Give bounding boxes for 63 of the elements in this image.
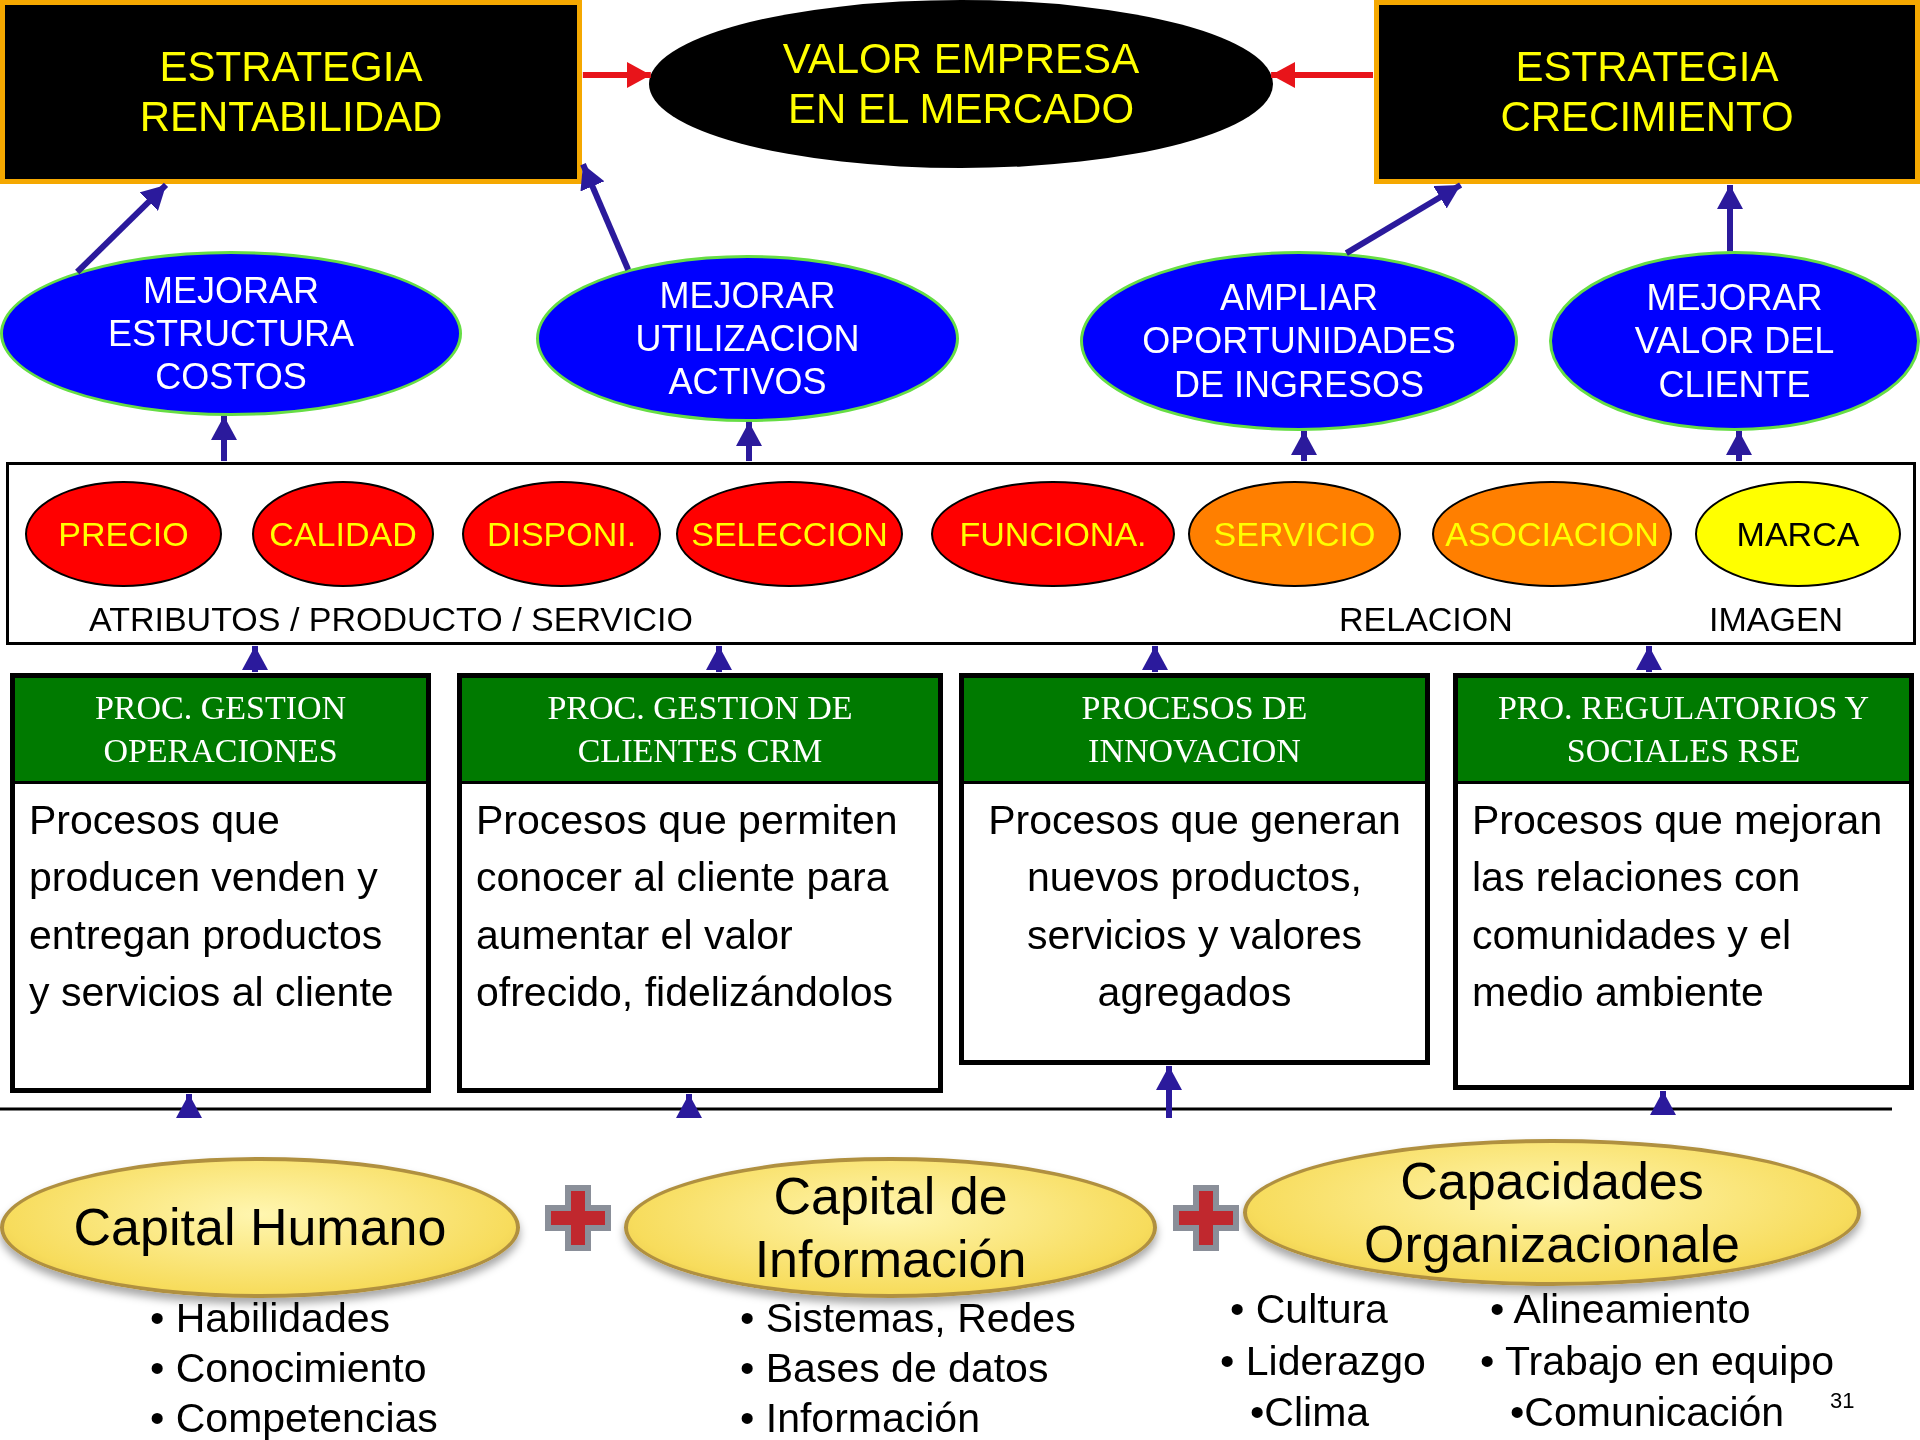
objective-ellipse: MEJORAR VALOR DEL CLIENTE bbox=[1549, 251, 1920, 431]
bullet-item: • Liderazgo bbox=[1220, 1338, 1426, 1385]
bullet-item: • Información bbox=[740, 1395, 980, 1440]
objective-ellipse: MEJORAR ESTRUCTURA COSTOS bbox=[0, 251, 462, 416]
band-label: IMAGEN bbox=[1709, 600, 1844, 639]
box-heading: PROCESOS DE INNOVACION bbox=[964, 678, 1425, 784]
arrow bbox=[1156, 1065, 1182, 1118]
objective-ellipse: AMPLIAR OPORTUNIDADES DE INGRESOS bbox=[1080, 251, 1518, 431]
process-box bbox=[457, 673, 943, 1093]
process-box bbox=[1453, 673, 1914, 1090]
bullet-item: • Competencias bbox=[150, 1395, 438, 1440]
attribute-oval: SERVICIO bbox=[1188, 481, 1401, 587]
process-box bbox=[959, 673, 1430, 1065]
page-number: 31 bbox=[1830, 1388, 1855, 1414]
process-box bbox=[10, 673, 431, 1093]
bullet-item: • Conocimiento bbox=[150, 1345, 427, 1392]
bullet-item: • Cultura bbox=[1230, 1286, 1388, 1333]
arrow bbox=[1636, 645, 1662, 673]
attribute-band bbox=[6, 462, 1916, 645]
box-body: Procesos que mejoran las relaciones con comunidades y el medio ambiente bbox=[1471, 796, 1884, 1018]
arrow bbox=[676, 1094, 702, 1118]
box-heading: PROC. GESTION DE CLIENTES CRM bbox=[462, 678, 938, 784]
bullet-item: • Trabajo en equipo bbox=[1480, 1338, 1834, 1385]
bullet-item: • Bases de datos bbox=[740, 1345, 1049, 1392]
capital-ellipse: Capital Humano bbox=[0, 1157, 520, 1298]
arrow bbox=[1271, 62, 1374, 88]
bullet-item: •Comunicación bbox=[1510, 1389, 1785, 1436]
strategy-box: ESTRATEGIA RENTABILIDAD bbox=[0, 0, 582, 184]
attribute-oval: FUNCIONA. bbox=[931, 481, 1175, 587]
box-body: Procesos que permiten conocer al cliente para aumentar el valor ofrecido, fidelizándolos bbox=[475, 796, 899, 1018]
value-ellipse: VALOR EMPRESA EN EL MERCADO bbox=[649, 0, 1273, 168]
attribute-oval: CALIDAD bbox=[252, 481, 434, 587]
box-body: Procesos que producen venden y entregan productos y servicios al cliente bbox=[28, 796, 395, 1018]
arrow bbox=[176, 1094, 202, 1118]
arrow bbox=[1717, 184, 1743, 252]
arrow bbox=[736, 421, 762, 462]
arrow bbox=[1650, 1091, 1676, 1115]
bullet-item: • Sistemas, Redes bbox=[740, 1295, 1076, 1342]
attribute-oval: DISPONI. bbox=[462, 481, 661, 587]
strategy-box: ESTRATEGIA CRECIMIENTO bbox=[1374, 0, 1920, 184]
attribute-oval: PRECIO bbox=[25, 481, 222, 587]
box-heading: PRO. REGULATORIOS Y SOCIALES RSE bbox=[1458, 678, 1909, 784]
objective-ellipse: MEJORAR UTILIZACION ACTIVOS bbox=[536, 255, 959, 422]
attribute-oval: MARCA bbox=[1695, 481, 1901, 587]
box-heading: PROC. GESTION OPERACIONES bbox=[15, 678, 426, 784]
bullet-item: •Clima bbox=[1250, 1389, 1370, 1436]
arrow bbox=[580, 163, 631, 271]
arrow bbox=[75, 182, 169, 275]
attribute-oval: SELECCION bbox=[676, 481, 903, 587]
bullet-item: • Alineamiento bbox=[1490, 1286, 1751, 1333]
box-body: Procesos que generan nuevos productos, servicios y valores agregados bbox=[987, 796, 1402, 1018]
bullet-item: • Habilidades bbox=[150, 1295, 390, 1342]
arrow bbox=[1344, 182, 1463, 256]
band-label: ATRIBUTOS / PRODUCTO / SERVICIO bbox=[89, 600, 693, 639]
arrow bbox=[1142, 645, 1168, 673]
attribute-oval: ASOCIACION bbox=[1432, 481, 1672, 587]
arrow bbox=[582, 62, 651, 88]
capital-ellipse: Capital de Información bbox=[624, 1157, 1157, 1298]
arrow bbox=[242, 645, 268, 673]
capital-ellipse: Capacidades Organizacionale bbox=[1243, 1139, 1861, 1286]
arrow bbox=[706, 645, 732, 673]
band-label: RELACION bbox=[1339, 600, 1513, 639]
arrow bbox=[211, 415, 237, 462]
